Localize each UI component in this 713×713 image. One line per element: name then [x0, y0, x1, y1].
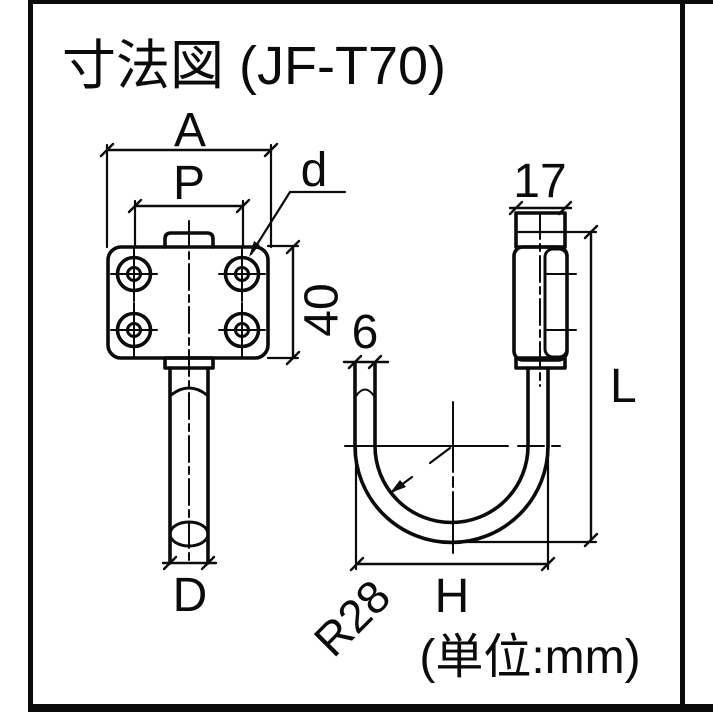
ext-lines-P [133, 199, 245, 249]
ext-lines-H [354, 444, 550, 571]
side-collar [514, 356, 567, 370]
label-17: 17 [513, 155, 566, 208]
leader-R28-arrowhead [390, 480, 406, 493]
side-hole-centerlines [544, 273, 577, 331]
bolt-hole-bottom-left [110, 302, 158, 358]
label-D: D [173, 569, 208, 622]
bolt-hole-top-right [218, 246, 266, 302]
unit-note: (単位:mm) [419, 631, 640, 684]
bolt-hole-top-left [110, 246, 158, 302]
dim-ticks-H [349, 556, 556, 572]
rod-top-arc [169, 386, 209, 397]
label-d: d [301, 144, 328, 197]
leader-d-arrowhead [249, 241, 260, 257]
hole-crosshair [110, 246, 158, 302]
rod-section-ellipse [168, 520, 210, 548]
rod-collar [163, 356, 215, 370]
hole-crosshair [218, 302, 266, 358]
bolt-hole-bottom-right [218, 302, 266, 358]
label-P: P [173, 157, 205, 210]
label-R28: R28 [304, 570, 400, 666]
ext-lines-A [105, 143, 273, 249]
side-view: 17 6 R28 L H [304, 155, 637, 666]
hole-crosshair [110, 302, 158, 358]
label-H: H [435, 570, 470, 623]
leader-d [249, 190, 347, 256]
hook-outer-arc [353, 444, 550, 545]
hook-tip-arc [355, 388, 375, 397]
hole-crosshair [218, 246, 266, 302]
hook-left-leg [353, 361, 377, 448]
hook-right-leg [526, 366, 550, 448]
bracket-plate-edge [543, 247, 569, 359]
drawing-frame [28, 0, 713, 712]
dim-ticks-40 [285, 239, 301, 366]
drawing-title: 寸法図 (JF-T70) [62, 36, 446, 96]
hook-inner-arc [373, 444, 530, 525]
dim-ticks-D [162, 555, 216, 571]
label-6: 6 [352, 306, 379, 359]
dim-ticks-L [583, 224, 599, 548]
dim-ticks-6 [347, 354, 383, 370]
label-A: A [174, 104, 206, 157]
label-40: 40 [296, 283, 349, 336]
front-view: A P d [99, 104, 349, 622]
label-L: L [610, 360, 637, 413]
